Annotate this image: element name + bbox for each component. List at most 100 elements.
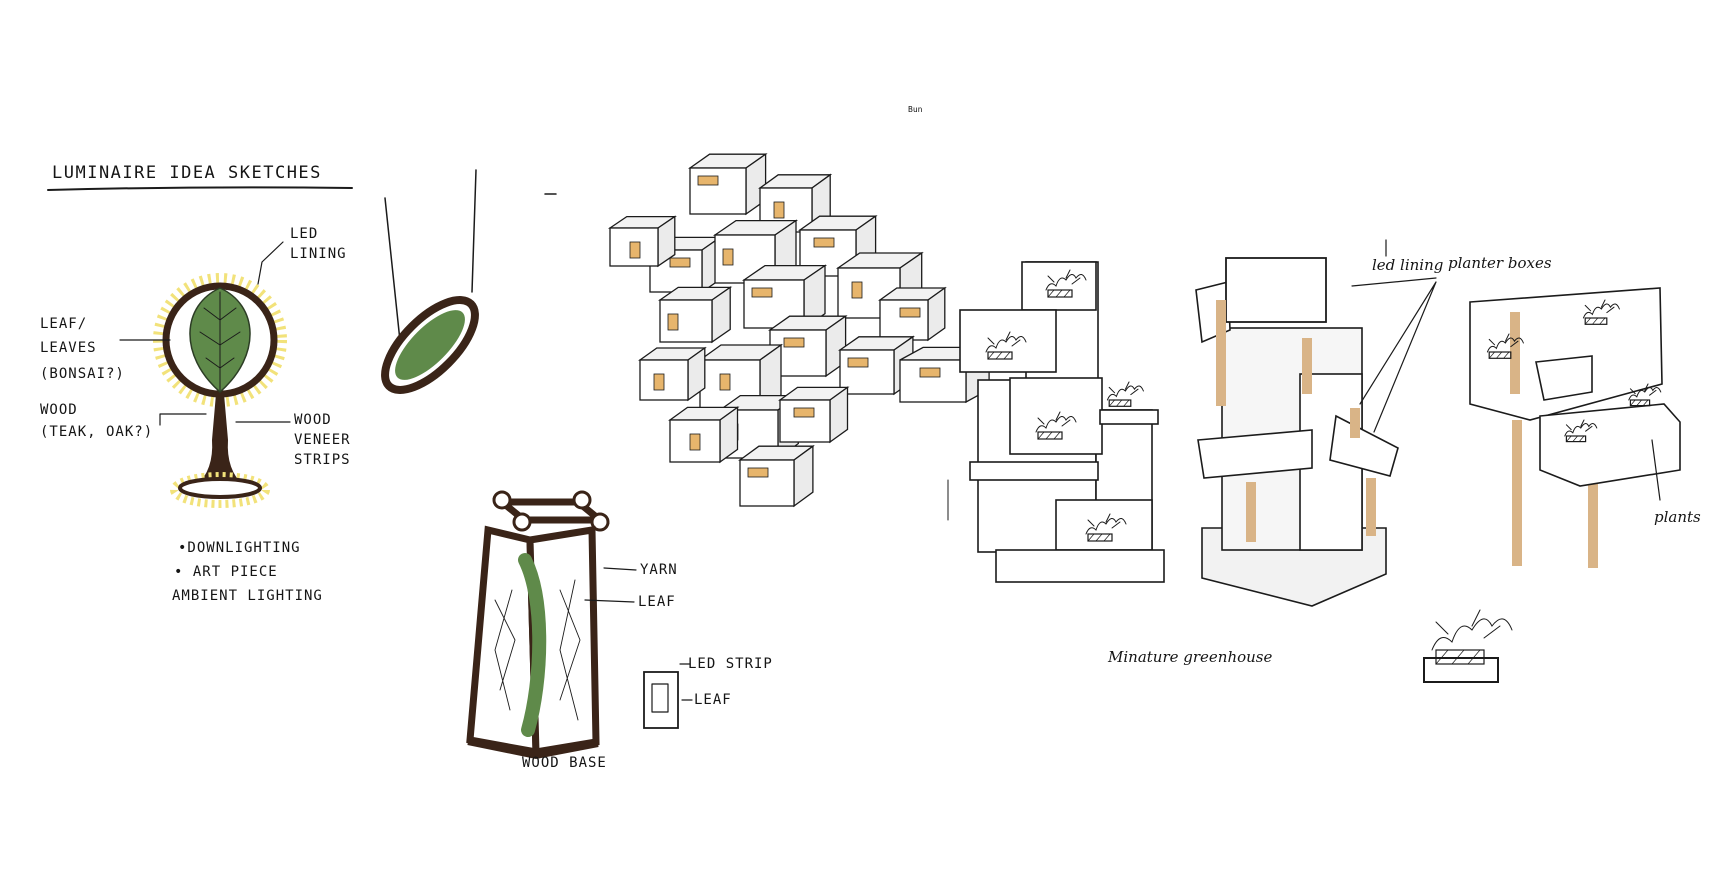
label-wood: WOOD (TEAK, OAK?) — [40, 402, 153, 440]
cube-window — [697, 175, 719, 186]
cube-face — [779, 399, 831, 443]
tower-stick-5 — [1366, 478, 1376, 536]
planter-right-ledge — [1099, 409, 1159, 425]
cube-face — [879, 299, 929, 341]
plant-scribble — [1582, 299, 1620, 325]
tower-top-box — [1225, 257, 1327, 323]
table-leg-right — [1588, 436, 1598, 568]
tower-stick-1 — [1216, 300, 1226, 406]
plant-stems — [1486, 333, 1524, 353]
plant-stems — [985, 331, 1027, 353]
pot-hatch — [1037, 431, 1061, 440]
tower-mid-shelf — [1197, 429, 1313, 479]
corner-note: Bun — [908, 105, 923, 114]
cube-window — [751, 287, 773, 298]
plant-scribble — [1085, 513, 1127, 542]
bonsai-pot — [1423, 657, 1499, 683]
tower-stick-3 — [1350, 408, 1360, 438]
suspension-wire-left — [384, 197, 403, 361]
plant-pot — [1108, 399, 1132, 407]
planter-top — [1021, 261, 1097, 311]
hanging-disc-lamp — [381, 169, 479, 394]
plant-scribble — [1431, 609, 1513, 665]
plant-pot — [1584, 317, 1608, 325]
plant-scribble — [1106, 381, 1144, 407]
pot-hatch — [987, 351, 1011, 360]
label-led: LED — [290, 226, 318, 242]
bullet-downlighting: •DOWNLIGHTING — [178, 540, 301, 556]
plant-stems — [1628, 383, 1662, 401]
label-led-lining: LED LINING — [290, 226, 347, 262]
plant-scribble — [1564, 419, 1598, 443]
cube-window — [783, 337, 805, 348]
cube-window — [669, 257, 691, 268]
cluster-cube — [687, 152, 768, 216]
plant-pot — [1087, 533, 1113, 542]
table-plants — [1486, 299, 1662, 443]
label-leaf-line2: LEAVES — [40, 340, 97, 356]
cube-window — [722, 248, 734, 266]
label-lantern-leaf: LEAF — [638, 594, 676, 610]
bullet-art-piece: • ART PIECE — [174, 564, 278, 580]
label-led-strip: LED STRIP — [688, 656, 773, 672]
cube-window — [719, 373, 731, 391]
cube-window — [773, 201, 785, 219]
sheet-cube-cluster-and-lantern: Bun YARN LEAF WOOD BASE LED STRIP — [466, 105, 990, 771]
lantern-wood-base — [467, 739, 599, 760]
leader-plants — [1651, 439, 1661, 501]
yarn-strands — [494, 579, 581, 721]
label-lining: LINING — [290, 246, 347, 262]
bullet-ambient-lighting: AMBIENT LIGHTING — [172, 588, 323, 604]
planter-middle — [1009, 377, 1103, 455]
table-lower-planter — [1539, 403, 1681, 487]
plant-scribble — [1045, 269, 1087, 298]
pot-hatch — [1630, 399, 1649, 406]
plant-stems — [1564, 419, 1598, 437]
cube-window — [899, 307, 921, 318]
planter-left — [959, 309, 1057, 373]
cluster-cube — [607, 215, 677, 268]
plant-scribble — [985, 331, 1027, 360]
cluster-cube — [657, 286, 733, 344]
cube-window — [653, 373, 665, 391]
plant-scribble — [1035, 411, 1077, 440]
cube-window — [747, 467, 769, 478]
suspension-wire-right — [471, 169, 477, 293]
cube-window — [629, 241, 641, 259]
label-wood-line1: WOOD — [40, 402, 78, 418]
plant-pot — [1629, 399, 1651, 407]
pot-hatch — [1108, 399, 1130, 407]
frame-shelf — [969, 461, 1099, 481]
cluster-cube — [777, 386, 850, 444]
label-veneer-line2: VENEER — [294, 432, 351, 448]
plant-pot — [987, 351, 1013, 360]
tower-stick-4 — [1246, 482, 1256, 542]
leaf-lantern — [466, 490, 610, 760]
cluster-cube — [877, 286, 947, 342]
sheet-title: LUMINAIRE IDEA SKETCHES — [52, 163, 322, 183]
lantern-knob-front — [512, 512, 532, 532]
plant-pot — [1488, 351, 1512, 359]
label-wood-line2: (TEAK, OAK?) — [40, 424, 153, 440]
lantern-knob-left — [492, 490, 512, 510]
tower-stick-2 — [1302, 338, 1312, 394]
label-wood-base: WOOD BASE — [522, 755, 607, 771]
plant-stems — [1431, 609, 1513, 651]
tower-leaders — [1351, 239, 1437, 433]
cube-window — [793, 407, 815, 418]
plant-pot — [1037, 431, 1063, 440]
lamp-base — [178, 477, 262, 499]
leader-led — [257, 241, 284, 285]
greenhouse-tower — [1195, 257, 1399, 607]
label-led-lining: led lining — [1372, 256, 1443, 274]
plant-pot — [1435, 649, 1485, 665]
plant-scribble — [1628, 383, 1662, 407]
plant-stems — [1582, 299, 1620, 319]
cube-window — [851, 281, 863, 299]
table-inner-planter — [1535, 355, 1593, 401]
led-strip-detail — [643, 663, 693, 729]
lantern-knob-right — [590, 512, 610, 532]
veneer-stem — [196, 394, 244, 486]
